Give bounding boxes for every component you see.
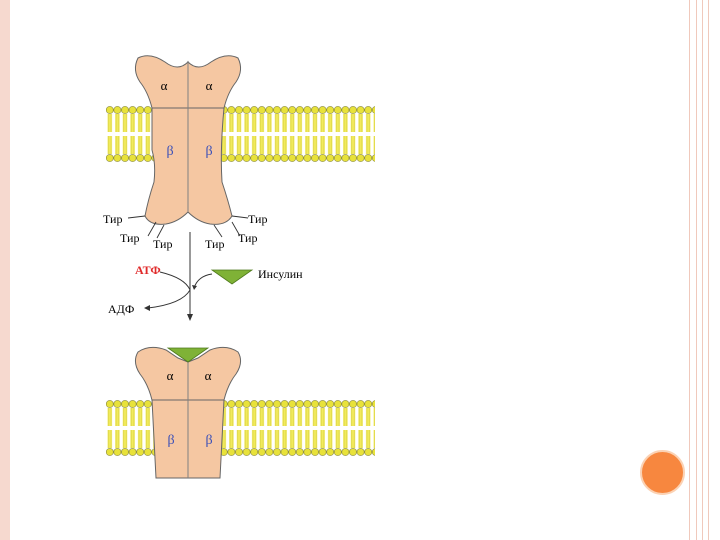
- atp-adp-arrow: [147, 271, 191, 309]
- tyrosine-label: Тир: [153, 237, 172, 251]
- frame-line: [702, 0, 703, 540]
- insulin-label: Инсулин: [258, 267, 303, 281]
- arrowhead: [192, 285, 197, 290]
- beta-subunit-right: [187, 107, 233, 225]
- cell-membrane-top: [106, 106, 375, 162]
- insulin-molecule: [210, 269, 254, 285]
- beta-label: β: [205, 433, 212, 448]
- beta-label: β: [205, 144, 212, 159]
- alpha-label: α: [206, 78, 213, 93]
- tyrosine-label: Тир: [103, 212, 122, 226]
- beta-label: β: [167, 433, 174, 448]
- tyrosine-label: Тир: [238, 231, 257, 245]
- cell-membrane-bottom: [106, 400, 375, 456]
- atp-label: АТФ: [135, 263, 161, 277]
- arrowhead: [144, 305, 150, 311]
- tyrosine-label: Тир: [120, 231, 139, 245]
- frame-line: [708, 0, 709, 540]
- insulin-arrow: [193, 273, 213, 289]
- beta-subunit-right: [187, 399, 225, 479]
- bound-insulin-molecule: [166, 347, 210, 363]
- alpha-subunit-right: [187, 346, 242, 401]
- arrowhead: [187, 314, 193, 321]
- beta-subunit-left: [144, 107, 189, 225]
- alpha-subunit-left: [134, 346, 189, 401]
- alpha-subunit-right: [187, 55, 242, 109]
- tyrosine-label: Тир: [205, 237, 224, 251]
- adp-label: АДФ: [108, 302, 134, 316]
- left-frame-stripe: [0, 0, 10, 540]
- frame-line: [696, 0, 697, 540]
- right-frame-stripe: [689, 0, 720, 540]
- tyrosine-pointers: [127, 215, 249, 239]
- beta-label: β: [166, 144, 173, 159]
- alpha-label: α: [167, 368, 174, 383]
- alpha-label: α: [205, 368, 212, 383]
- accent-circle: [640, 450, 685, 495]
- beta-subunit-left: [151, 399, 189, 479]
- alpha-label: α: [161, 78, 168, 93]
- tyrosine-label: Тир: [248, 212, 267, 226]
